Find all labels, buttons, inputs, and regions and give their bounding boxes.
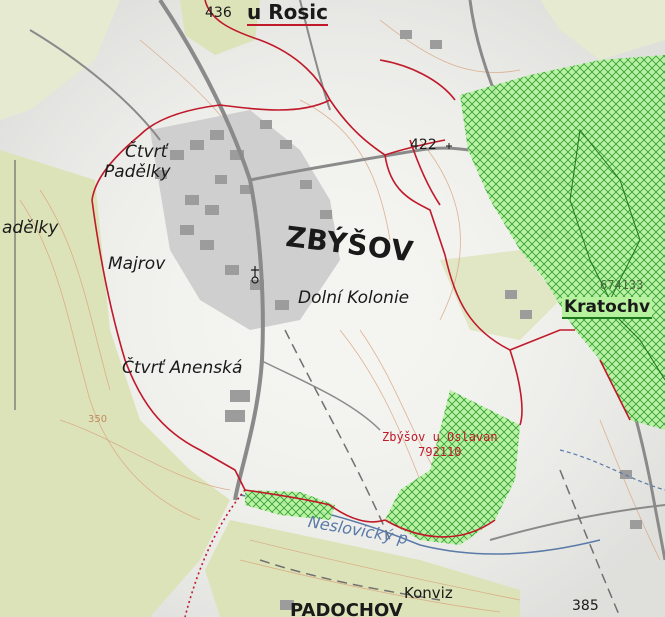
church-icon — [251, 266, 259, 284]
cadastral-boundary — [91, 0, 631, 538]
forest-area — [0, 150, 230, 617]
locality-label-dolni-kolonie: Dolní Kolonie — [298, 288, 410, 308]
forest-area — [540, 0, 665, 60]
locality-label-ctvrt: Čtvrť — [125, 142, 168, 162]
parcel-label-kratochvile-code: 674133 — [600, 278, 644, 292]
contour-label: 350 — [88, 414, 108, 425]
elevation-point-icon — [446, 143, 452, 149]
elevation-label: 422 — [410, 137, 437, 153]
parcel-code: 792110 — [418, 445, 462, 459]
stream — [559, 449, 665, 491]
built-up-area — [150, 30, 642, 610]
forest-area — [205, 520, 520, 617]
locality-label-padelky: Padělky — [104, 162, 171, 182]
locality-label-majrov: Majrov — [108, 254, 166, 274]
parcel-name: Zbýšov u Oslavan — [382, 430, 498, 444]
town-label-bottom: PADOCHOV — [290, 600, 403, 617]
elevation-label: 385 — [572, 598, 599, 614]
locality-label-konviz: Konviz — [404, 584, 453, 602]
elevation-label: 436 — [205, 5, 232, 21]
protected-area — [245, 55, 665, 545]
locality-label-ctvrt-anenska: Čtvrť Anenská — [122, 358, 243, 378]
town-label-top: u Rosic — [247, 0, 328, 26]
forest-area — [180, 0, 260, 55]
locality-label-kratochvile: Kratochv — [562, 297, 653, 319]
paths — [259, 329, 621, 617]
locality-label-padelky-left: adělky — [2, 218, 59, 238]
